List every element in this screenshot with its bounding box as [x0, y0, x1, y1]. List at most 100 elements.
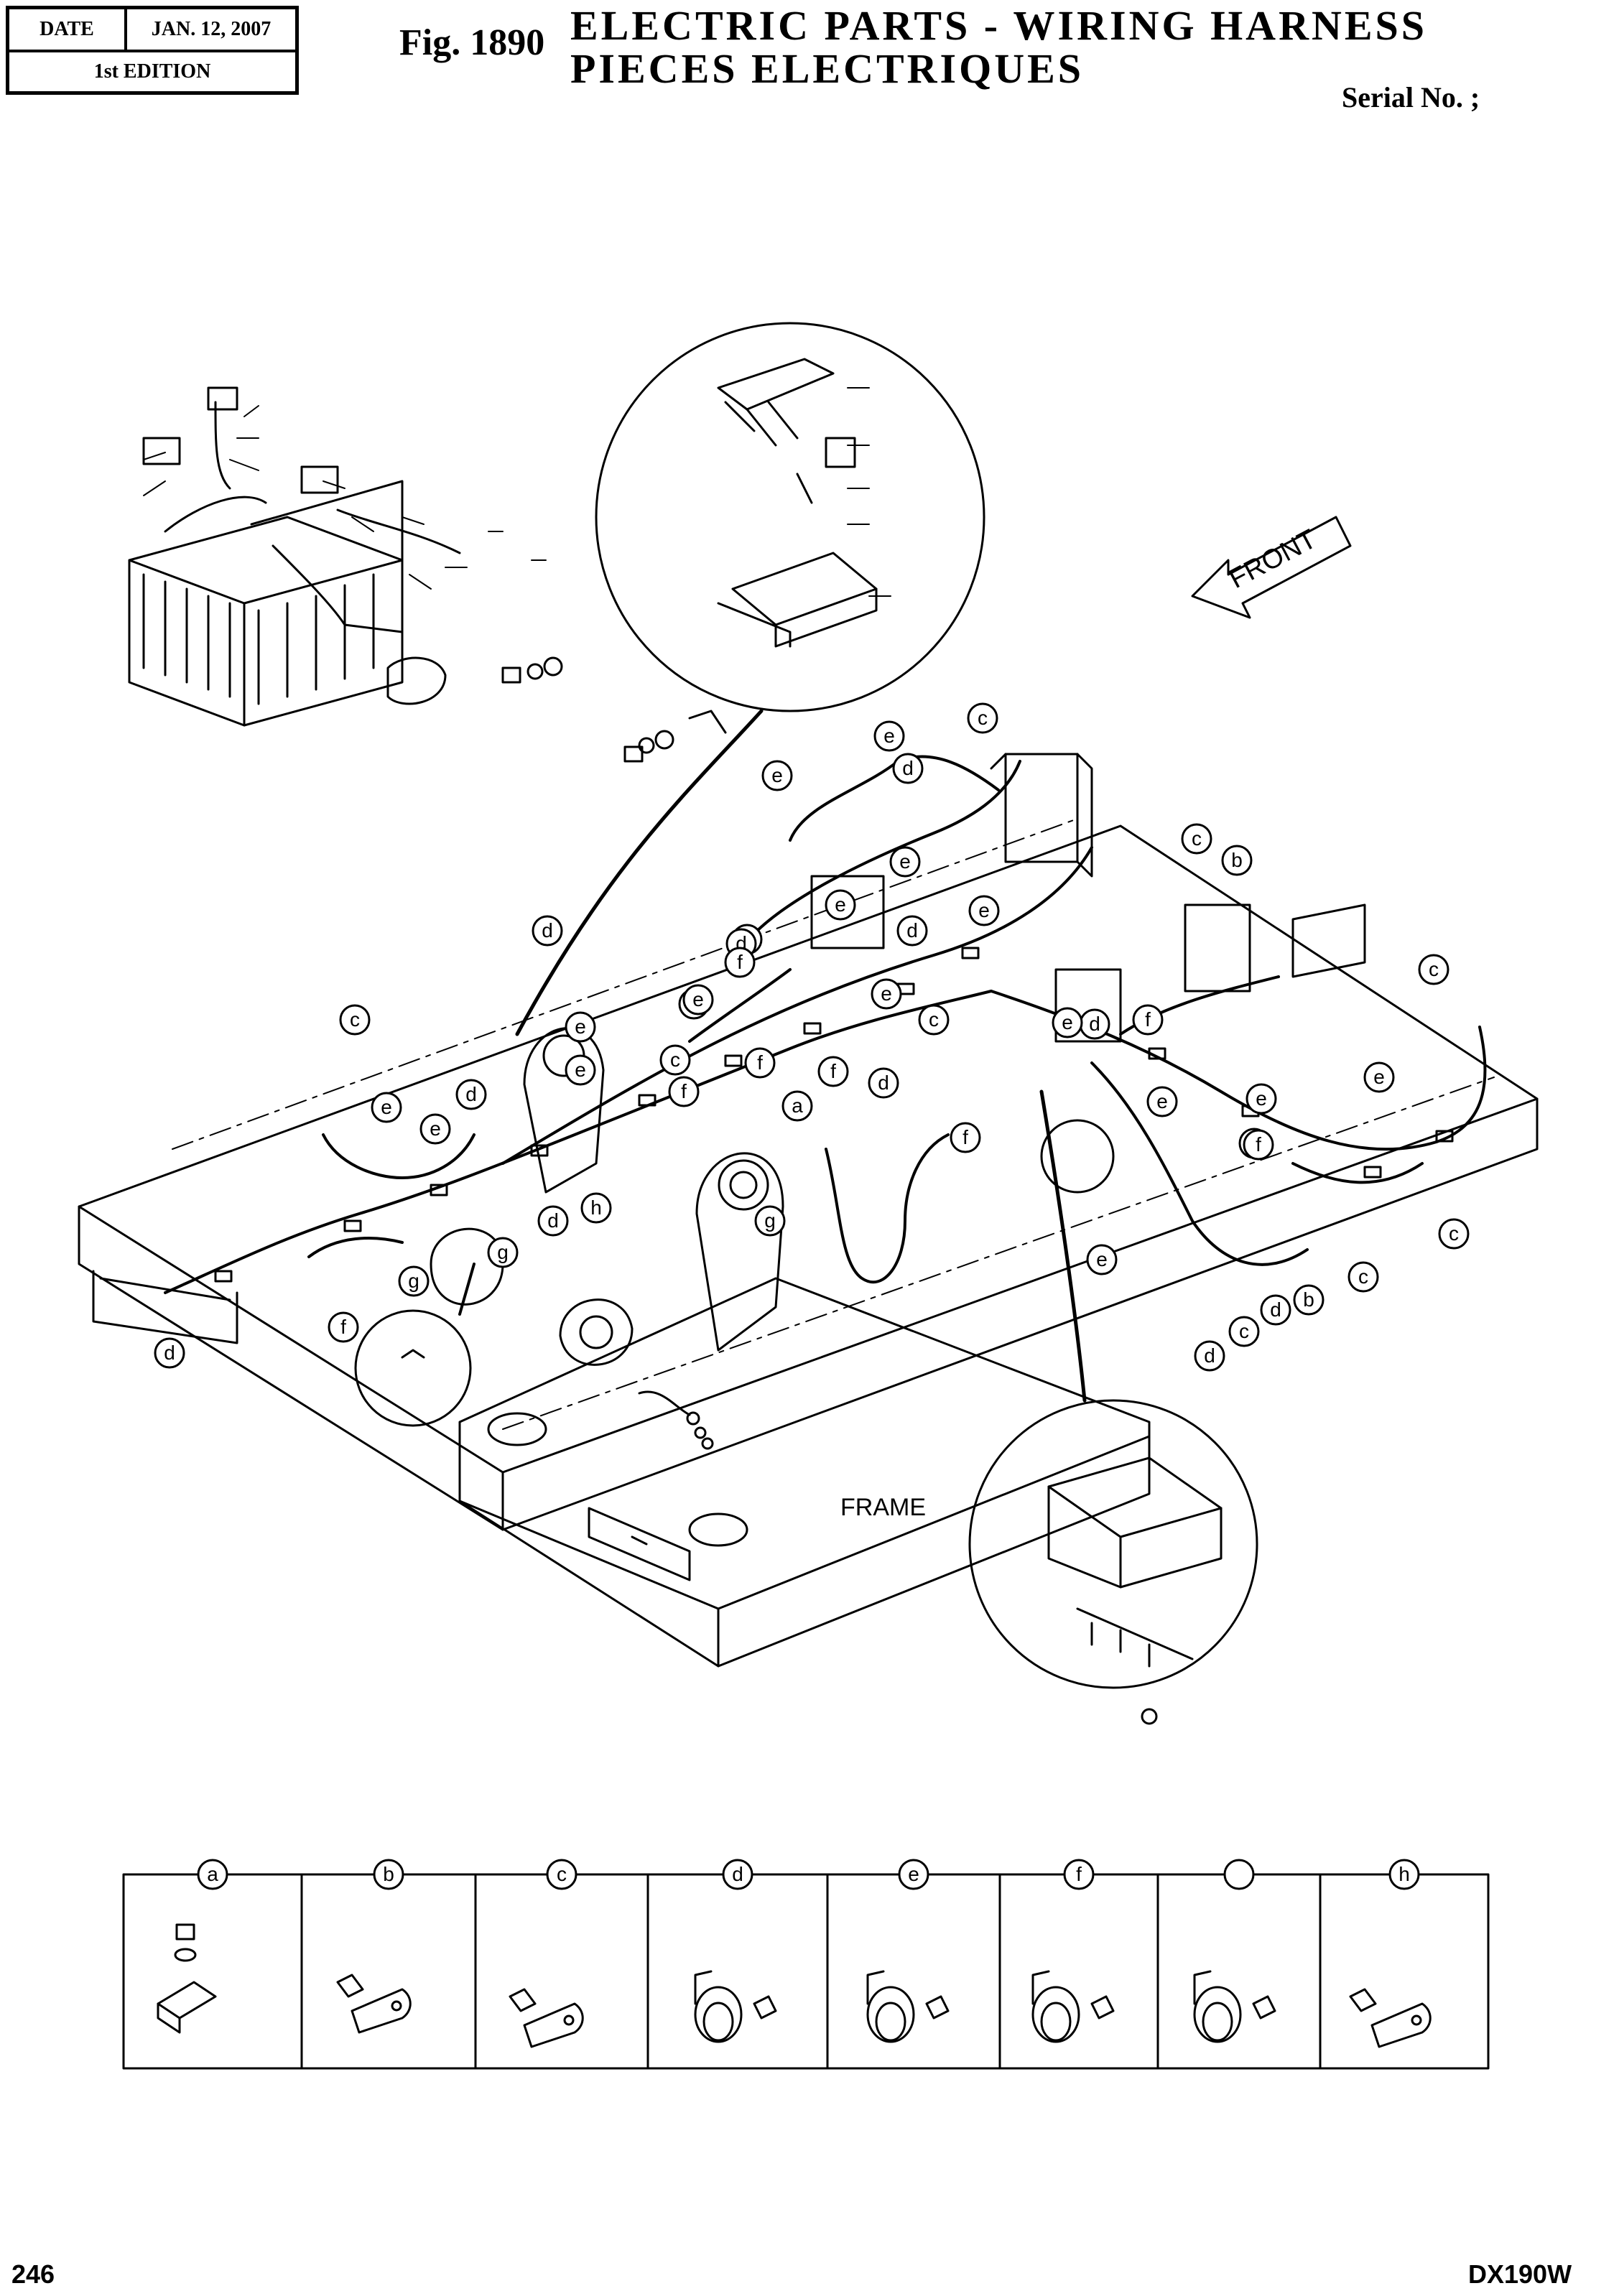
front-label: FRONT	[1225, 524, 1322, 595]
callout-letter: e	[1156, 1090, 1168, 1112]
callout-letter: f	[962, 1126, 968, 1148]
callout-e: e	[873, 720, 905, 752]
legend-table-frame	[122, 1873, 1490, 2070]
callout-circle	[1245, 1083, 1277, 1115]
callout-f: f	[1132, 1004, 1164, 1036]
callout-circle	[682, 984, 714, 1015]
callout-e: e	[1086, 1244, 1118, 1275]
callout-f: f	[1243, 1129, 1274, 1161]
callout-circle	[817, 1056, 849, 1087]
callout-e: e	[419, 1113, 451, 1145]
callout-c: c	[1418, 954, 1449, 985]
callout-c: c	[1181, 823, 1212, 855]
callout-letter: e	[899, 850, 911, 873]
legend-header-circle	[1388, 1859, 1420, 1890]
callout-circle	[1181, 823, 1212, 855]
callout-circle	[1438, 1218, 1470, 1250]
detail-circle-ground	[354, 1263, 476, 1427]
callout-circle	[1243, 1129, 1274, 1161]
legend-header-e: e	[898, 1859, 929, 1890]
callout-circle	[871, 978, 902, 1010]
callout-letter: f	[737, 951, 743, 973]
callout-letter: f	[681, 1080, 687, 1102]
callout-circle	[532, 915, 563, 947]
callout-letter: e	[692, 988, 704, 1010]
callout-letter: e	[1373, 1066, 1385, 1088]
callout-circle	[565, 1011, 596, 1043]
callout-letter: d	[542, 919, 553, 942]
callout-circle	[761, 760, 793, 791]
callout-e: e	[1363, 1061, 1395, 1093]
legend-header-h: h	[1388, 1859, 1420, 1890]
callout-letter: f	[1256, 1133, 1261, 1156]
callout-letter: e	[835, 893, 846, 916]
callout-c: c	[918, 1004, 950, 1036]
callout-letter: d	[1204, 1344, 1215, 1367]
callout-letter: c	[929, 1008, 939, 1031]
callout-c: c	[659, 1044, 691, 1076]
legend-header-circle	[898, 1859, 929, 1890]
callout-letter: d	[164, 1342, 175, 1364]
callout-letter: c	[670, 1049, 680, 1071]
callout-letter: e	[1096, 1248, 1108, 1270]
callout-circle	[1132, 1004, 1164, 1036]
callout-circle	[1347, 1261, 1379, 1293]
legend-header-letter: d	[732, 1863, 743, 1885]
callout-letter: e	[1256, 1087, 1267, 1110]
title-french: PIECES ELECTRIQUES	[570, 45, 1085, 92]
callout-circle	[967, 702, 998, 734]
callout-d: d	[1260, 1294, 1291, 1326]
callout-letter: e	[771, 764, 783, 786]
callout-letter: c	[978, 707, 988, 729]
callout-d: d	[154, 1337, 185, 1369]
callout-circle	[455, 1079, 487, 1110]
callout-letter: g	[408, 1270, 419, 1292]
callout-letter: c	[1358, 1265, 1368, 1288]
callout-d: d	[1194, 1340, 1225, 1372]
callout-letter: g	[764, 1209, 776, 1232]
callout-e: e	[889, 846, 921, 878]
callout-f: f	[817, 1056, 849, 1087]
callout-d: d	[532, 915, 563, 947]
callout-letter: e	[881, 982, 892, 1005]
callout-circle	[328, 1311, 359, 1343]
legend-header-letter: f	[1076, 1863, 1082, 1885]
callout-layer: aabbcccccccccdddddddddddeeeeeeeeeeeeeeee…	[154, 702, 1470, 1372]
harness-clips	[214, 947, 1454, 1283]
callout-circle	[398, 1265, 430, 1297]
callout-a: a	[781, 1090, 813, 1122]
callout-letter: e	[1062, 1011, 1073, 1033]
callout-letter: f	[757, 1051, 763, 1074]
header-info-box: DATE JAN. 12, 2007 1st EDITION	[6, 6, 299, 95]
leader-lines	[143, 387, 891, 597]
model-code: DX190W	[1468, 2259, 1572, 2289]
callout-circle	[873, 720, 905, 752]
callout-letter: f	[1145, 1008, 1151, 1031]
callout-e: e	[968, 895, 1000, 926]
battery-assembly	[128, 386, 461, 727]
callout-circle	[339, 1004, 371, 1036]
legend-header-blank	[1223, 1859, 1255, 1890]
legend-header-letter: e	[908, 1863, 919, 1885]
lower-frame	[458, 1277, 1151, 1668]
callout-letter: c	[1449, 1222, 1459, 1245]
callout-f: f	[950, 1122, 981, 1153]
callout-d: d	[868, 1067, 899, 1099]
detail-circle-connectors	[515, 322, 985, 1036]
callout-circle	[918, 1004, 950, 1036]
legend-header-d: d	[722, 1859, 753, 1890]
callout-c: c	[339, 1004, 371, 1036]
callout-circle	[868, 1067, 899, 1099]
bolt-stacks	[501, 656, 727, 763]
legend-header-circle	[197, 1859, 228, 1890]
callout-circle	[565, 1054, 596, 1086]
callout-f: f	[724, 947, 756, 978]
callout-circle	[950, 1122, 981, 1153]
ground-strap	[638, 1390, 714, 1450]
callout-letter: e	[575, 1059, 586, 1081]
serial-number: Serial No. ;	[1342, 81, 1480, 113]
callout-circle	[724, 947, 756, 978]
callout-circle	[1228, 1316, 1260, 1347]
legend-header-letter: h	[1398, 1863, 1410, 1885]
